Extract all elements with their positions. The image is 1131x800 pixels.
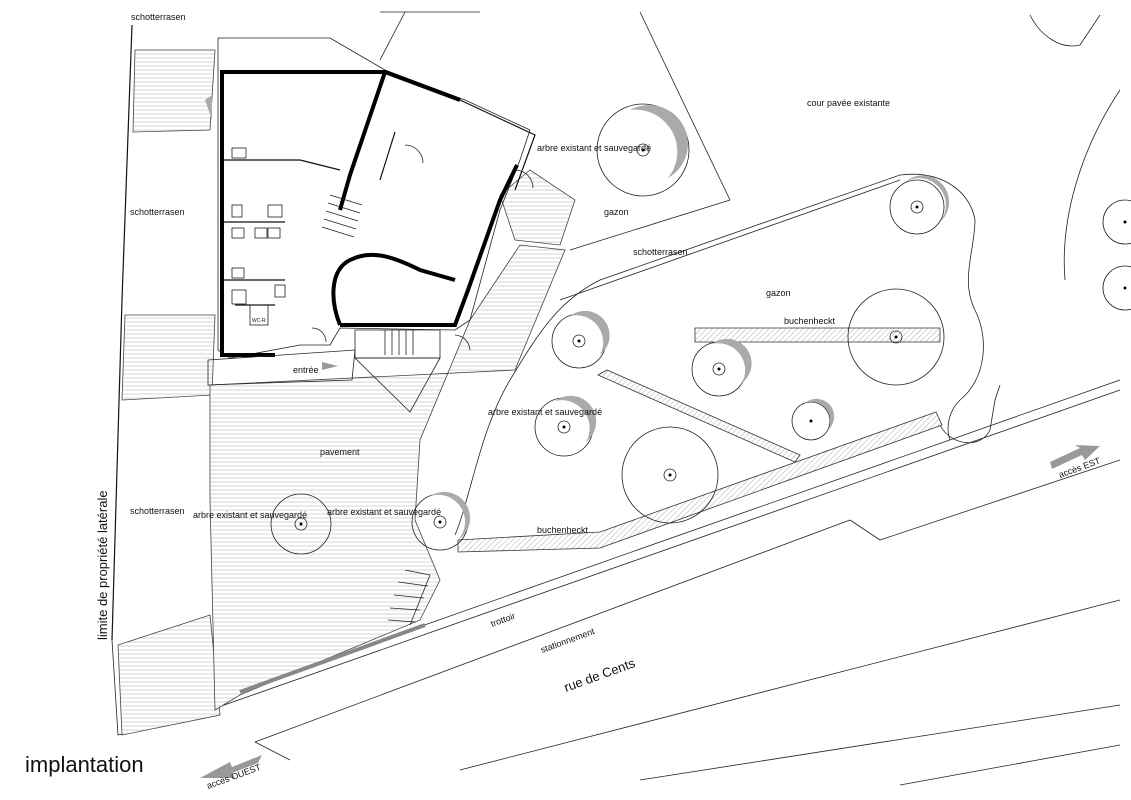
access-arrows <box>200 95 1100 778</box>
tree <box>534 395 597 457</box>
tree <box>791 398 835 441</box>
schotterrasen-label: schotterrasen <box>633 247 688 257</box>
entree-label: entrée <box>293 365 319 375</box>
trees <box>270 103 1131 555</box>
acces-est-arrow <box>1050 445 1100 469</box>
buchenheckt-label: buchenheckt <box>784 316 836 326</box>
lawn-outline <box>454 173 1001 536</box>
acces-ouest-arrow <box>200 755 262 778</box>
tree <box>847 286 949 386</box>
tree <box>621 426 722 524</box>
tree <box>270 491 335 555</box>
hedges <box>457 327 943 553</box>
arbre-label: arbre existant et sauvegardé <box>488 407 602 417</box>
entree-arrow <box>322 362 338 370</box>
trottoir-label: trottoir <box>489 611 516 629</box>
buchenheckt-label: buchenheckt <box>537 525 589 535</box>
tree <box>1102 199 1131 245</box>
building-plan: WC-R <box>207 37 536 413</box>
pavement-area <box>209 244 566 711</box>
schotterrasen-areas <box>117 49 576 736</box>
cour-label: cour pavée existante <box>807 98 890 108</box>
schotterrasen-label: schotterrasen <box>130 207 185 217</box>
rue-label: rue de Cents <box>562 655 638 695</box>
pavement-label: pavement <box>320 447 360 457</box>
gazon-label: gazon <box>766 288 791 298</box>
tree <box>691 338 752 397</box>
tree <box>551 310 610 369</box>
tree <box>1102 265 1131 311</box>
arbre-label: arbre existant et sauvegardé <box>537 143 651 153</box>
arbre-label: arbre existant et sauvegardé <box>327 507 441 517</box>
stationnement-label: stationnement <box>539 626 596 655</box>
drawing-title: implantation <box>25 752 144 777</box>
tree <box>889 175 950 235</box>
schotterrasen-label: schotterrasen <box>130 506 185 516</box>
schotterrasen-label: schotterrasen <box>131 12 186 22</box>
wc-label: WC-R <box>252 318 266 324</box>
bicycle-stands <box>387 569 431 626</box>
gazon-label: gazon <box>604 207 629 217</box>
limite-label: limite de propriété latérale <box>95 490 110 640</box>
arbre-label: arbre existant et sauvegardé <box>193 510 307 520</box>
tree <box>411 491 471 551</box>
tree <box>596 103 690 197</box>
